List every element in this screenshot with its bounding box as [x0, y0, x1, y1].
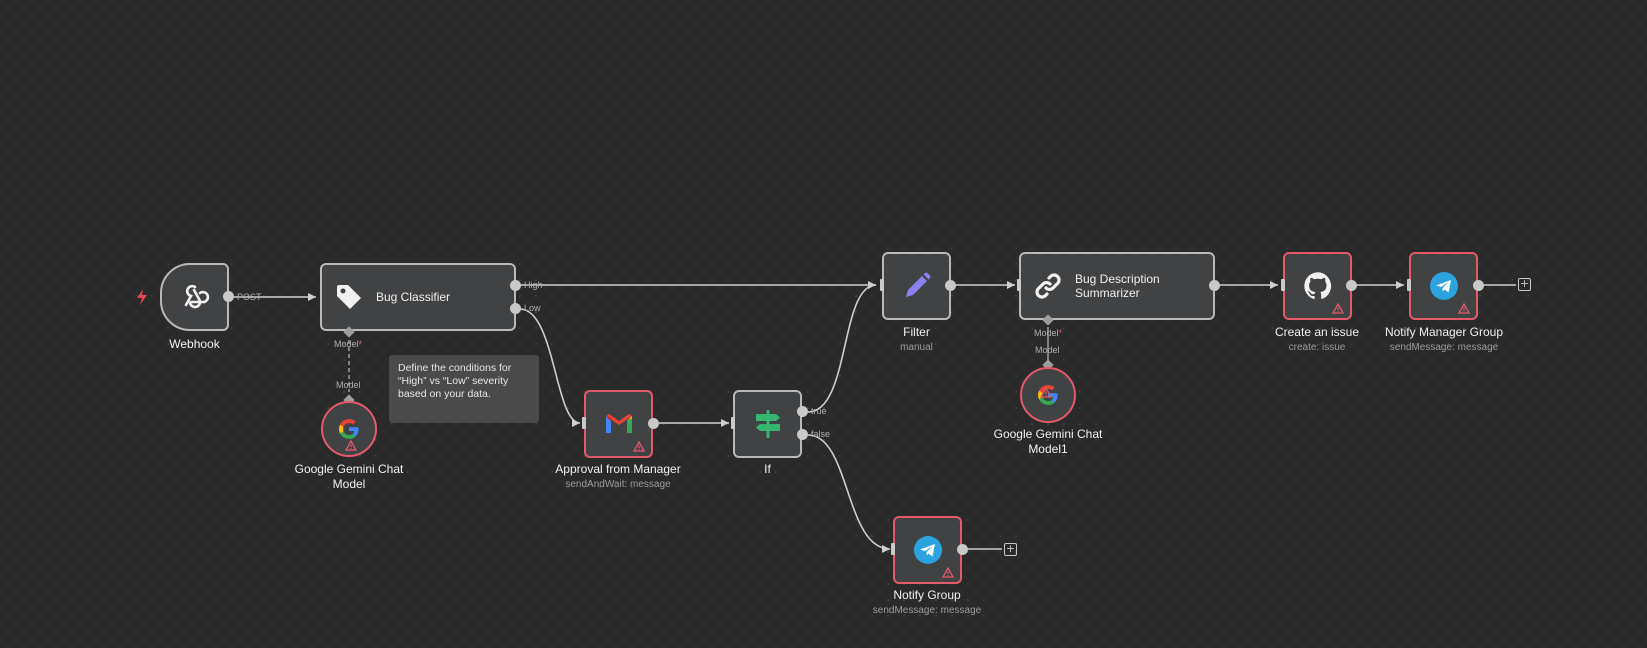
if-output-false[interactable]	[797, 429, 808, 440]
lightning-icon	[137, 289, 147, 305]
webhook-title: Webhook	[169, 337, 220, 351]
add-node-after-notify-manager[interactable]: +	[1518, 277, 1531, 291]
node-google-gemini-chat-model1[interactable]	[1020, 367, 1076, 423]
bug-classifier-title: Bug Classifier	[376, 290, 451, 304]
edge-if-filter	[807, 284, 877, 413]
edge-if-notify	[807, 434, 891, 550]
link-icon	[1035, 273, 1061, 299]
if-title: If	[764, 462, 771, 476]
telegram-icon	[1429, 272, 1458, 300]
approval-input-port[interactable]	[582, 417, 586, 429]
warning-icon	[633, 441, 645, 452]
edge-classifier-approval	[519, 308, 581, 424]
notify-group-subtitle: sendMessage: message	[872, 605, 982, 616]
notify-manager-title: Notify Manager Group	[1384, 325, 1504, 339]
low-output-label: Low	[524, 303, 541, 313]
issue-input-port[interactable]	[1281, 279, 1285, 291]
if-output-true[interactable]	[797, 406, 808, 417]
google-icon	[339, 419, 359, 440]
if-input-port[interactable]	[731, 417, 735, 429]
signpost-icon	[755, 410, 780, 438]
classifier-output-low[interactable]	[510, 303, 521, 314]
node-if[interactable]	[733, 390, 802, 458]
add-node-after-notify-group[interactable]: +	[1004, 542, 1017, 556]
high-output-label: High	[524, 280, 543, 290]
webhook-icon	[184, 284, 209, 309]
summarizer-model-label: Model*	[1034, 328, 1063, 338]
false-output-label: false	[811, 429, 831, 439]
gmail-icon	[605, 414, 632, 433]
classifier-model-label: Model*	[334, 339, 363, 349]
issue-output-port[interactable]	[1346, 280, 1357, 291]
gemini2-port-label: Model	[1035, 345, 1060, 355]
approval-subtitle: sendAndWait: message	[565, 479, 671, 490]
filter-input-port[interactable]	[880, 279, 884, 291]
webhook-output-port[interactable]	[223, 291, 234, 302]
warning-icon	[1332, 303, 1344, 314]
approval-output-port[interactable]	[648, 418, 659, 429]
node-create-an-issue[interactable]	[1283, 252, 1352, 320]
classifier-output-high[interactable]	[510, 280, 521, 291]
summarizer-input-port[interactable]	[1017, 279, 1021, 291]
webhook-method-label: POST	[237, 292, 262, 302]
github-icon	[1303, 272, 1331, 300]
notify-manager-input-port[interactable]	[1407, 279, 1411, 291]
gemini1-port-label: Model	[336, 380, 361, 390]
filter-subtitle: manual	[900, 342, 933, 353]
warning-icon	[942, 567, 954, 578]
node-bug-classifier[interactable]: Bug Classifier	[320, 263, 516, 331]
node-google-gemini-chat-model[interactable]	[321, 401, 377, 457]
node-filter[interactable]	[882, 252, 951, 320]
notify-group-input-port[interactable]	[891, 543, 895, 555]
create-issue-subtitle: create: issue	[1288, 342, 1346, 353]
notify-manager-output-port[interactable]	[1473, 280, 1484, 291]
filter-title: Filter	[903, 325, 930, 339]
approval-title: Approval from Manager	[555, 462, 681, 476]
notify-group-output-port[interactable]	[957, 544, 968, 555]
warning-icon	[1040, 387, 1052, 398]
node-approval-from-manager[interactable]	[584, 390, 653, 458]
node-webhook[interactable]	[160, 263, 229, 331]
tag-icon	[337, 285, 361, 309]
notify-group-title: Notify Group	[893, 588, 961, 602]
warning-icon	[1458, 303, 1470, 314]
filter-output-port[interactable]	[945, 280, 956, 291]
node-notify-manager-group[interactable]	[1409, 252, 1478, 320]
telegram-icon	[913, 536, 942, 564]
pencil-icon	[905, 272, 930, 297]
summarizer-output-port[interactable]	[1209, 280, 1220, 291]
notify-manager-subtitle: sendMessage: message	[1389, 342, 1499, 353]
node-notify-group[interactable]	[893, 516, 962, 584]
true-output-label: true	[811, 406, 827, 416]
create-issue-title: Create an issue	[1274, 325, 1360, 339]
warning-icon	[345, 440, 357, 451]
sticky-note[interactable]: Define the conditions for “High” vs “Low…	[389, 355, 539, 423]
